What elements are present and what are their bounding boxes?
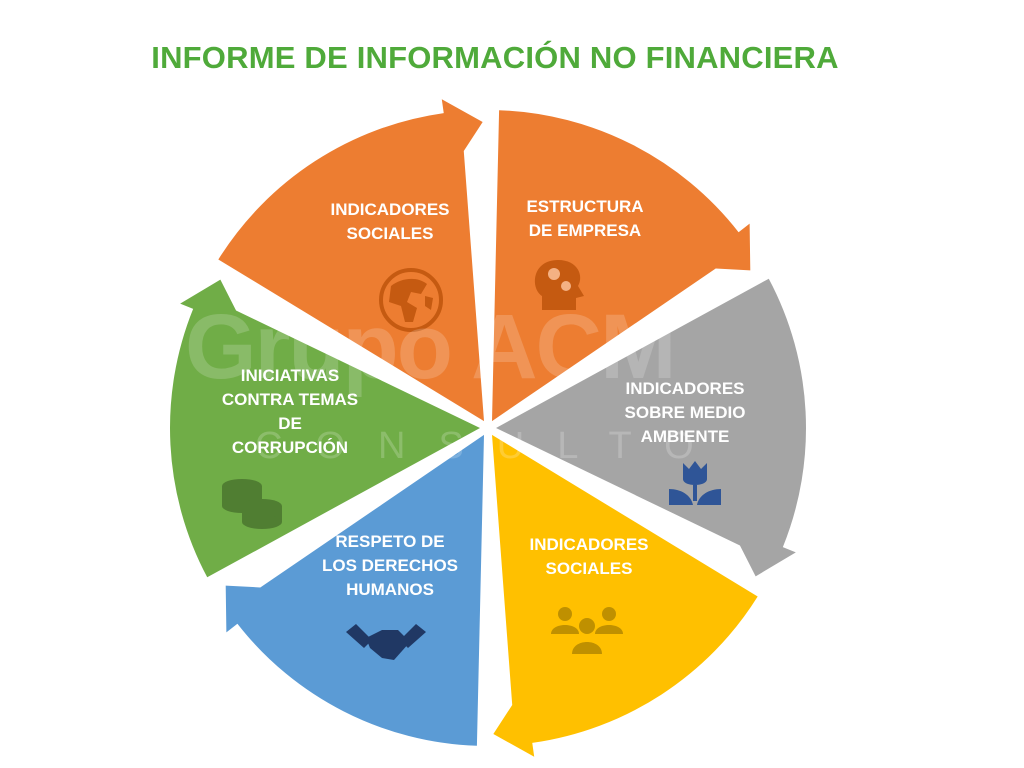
globe-icon: [379, 268, 443, 332]
coins-icon: [222, 479, 282, 529]
segment-1: [492, 110, 751, 422]
handshake-icon: [346, 624, 426, 660]
watermark-sub: CONSULTO: [255, 425, 727, 467]
segment-3: [492, 434, 758, 757]
segment-2: [496, 278, 806, 577]
segment-4: [225, 434, 485, 746]
tulip-icon: [669, 461, 721, 505]
watermark-brand: Grupo ACM: [185, 296, 677, 398]
head-gears-icon: [534, 260, 584, 310]
page-title: INFORME DE INFORMACIÓN NO FINANCIERA: [151, 40, 839, 75]
segment-6: [218, 99, 484, 422]
people-group-icon: [551, 607, 623, 654]
